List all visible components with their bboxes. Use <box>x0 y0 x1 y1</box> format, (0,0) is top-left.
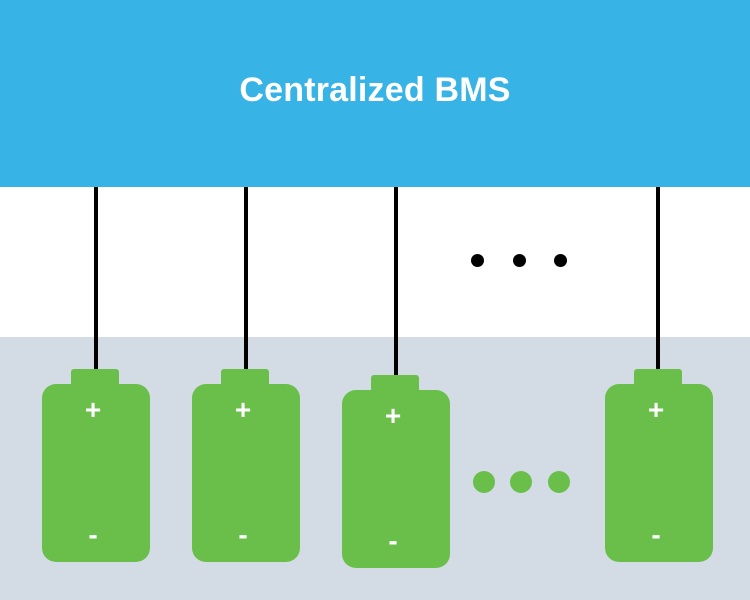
wire-cell-4 <box>656 187 660 371</box>
negative-terminal: - <box>651 519 661 550</box>
wire-cell-1 <box>94 187 98 371</box>
ellipsis-dot <box>548 471 570 493</box>
battery-body <box>605 384 713 562</box>
ellipsis-dot <box>554 254 567 267</box>
positive-terminal: + <box>84 394 102 425</box>
battery-body <box>342 390 450 568</box>
negative-terminal: - <box>388 525 398 556</box>
negative-terminal: - <box>88 519 98 550</box>
positive-terminal: + <box>384 400 402 431</box>
positive-terminal: + <box>647 394 665 425</box>
negative-terminal: - <box>238 519 248 550</box>
ellipsis-dot <box>471 254 484 267</box>
ellipsis-dot <box>510 471 532 493</box>
ellipsis-dot <box>473 471 495 493</box>
positive-terminal: + <box>234 394 252 425</box>
battery-body <box>192 384 300 562</box>
wire-cell-3 <box>394 187 398 377</box>
battery-body <box>42 384 150 562</box>
wire-cell-2 <box>244 187 248 371</box>
ellipsis-dot <box>513 254 526 267</box>
bms-label: Centralized BMS <box>239 71 511 109</box>
bms-block: Centralized BMS <box>0 0 750 187</box>
